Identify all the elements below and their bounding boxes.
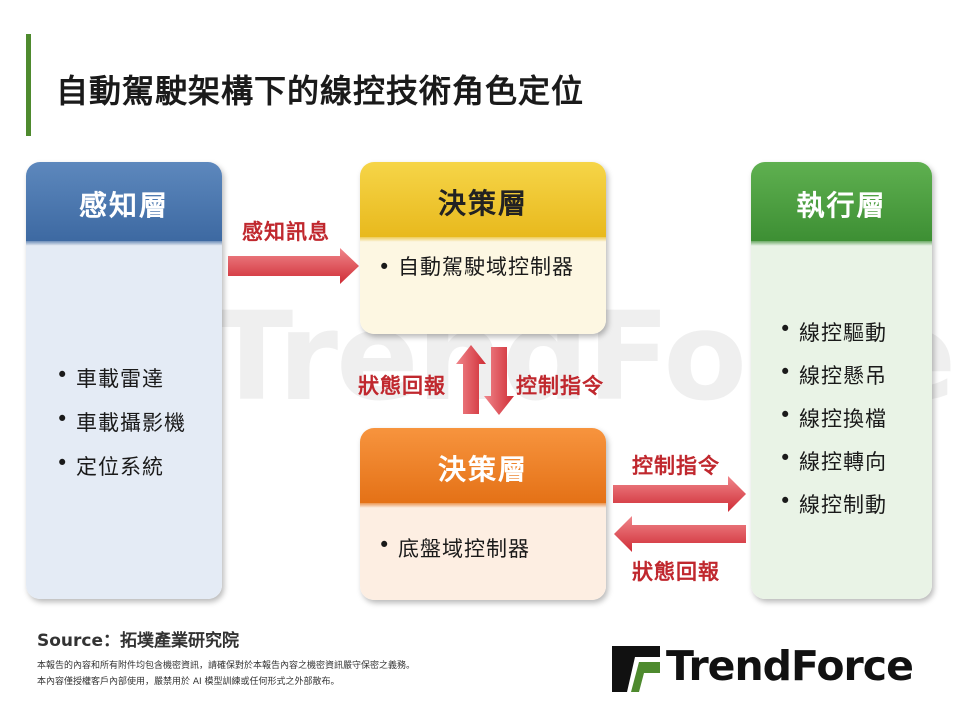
list-item: 線控制動 xyxy=(777,489,887,532)
label-perception-info: 感知訊息 xyxy=(242,220,330,244)
perception-layer-header: 感知層 xyxy=(26,162,222,246)
list-item: 自動駕駛域控制器 xyxy=(376,250,598,284)
arrow-command-right xyxy=(613,476,746,512)
label-control-command-right: 控制指令 xyxy=(632,454,720,478)
decision-layer-bottom-header: 決策層 xyxy=(360,428,606,508)
trendforce-logo-text: TrendForce xyxy=(666,642,914,690)
decision-top-item-list: 自動駕駛域控制器 xyxy=(376,250,598,284)
label-control-command-vertical: 控制指令 xyxy=(516,374,604,398)
label-status-feedback-vertical: 狀態回報 xyxy=(358,374,446,398)
list-item: 線控換檔 xyxy=(777,403,887,446)
disclaimer-line-1: 本報告的內容和所有附件均包含機密資訊，請確保對於本報告內容之機密資訊嚴守保密之義… xyxy=(37,661,416,671)
trendforce-logo-icon xyxy=(612,646,660,692)
label-status-feedback-left: 狀態回報 xyxy=(632,560,720,584)
arrow-status-up xyxy=(456,345,486,414)
arrow-perception-to-decision xyxy=(228,248,359,284)
decision-layer-top-header: 決策層 xyxy=(360,162,606,242)
source-note: Source：拓墣產業研究院 xyxy=(37,631,240,651)
decision-layer-bottom-box: 決策層 xyxy=(360,428,606,600)
list-item: 線控懸吊 xyxy=(777,360,887,403)
page-title: 自動駕駛架構下的線控技術角色定位 xyxy=(56,72,585,110)
list-item: 線控驅動 xyxy=(777,317,887,360)
list-item: 底盤域控制器 xyxy=(376,533,530,563)
execution-item-list: 線控驅動 線控懸吊 線控換檔 線控轉向 線控制動 xyxy=(777,317,887,532)
decision-layer-top-box: 決策層 xyxy=(360,162,606,334)
execution-layer-header: 執行層 xyxy=(751,162,932,246)
disclaimer: 本報告的內容和所有附件均包含機密資訊，請確保對於本報告內容之機密資訊嚴守保密之義… xyxy=(37,658,415,690)
list-item: 車載雷達 xyxy=(54,363,186,407)
arrow-status-left xyxy=(614,516,746,552)
decision-bottom-item-list: 底盤域控制器 xyxy=(376,533,530,563)
arrow-command-down xyxy=(484,347,514,415)
list-item: 定位系統 xyxy=(54,451,186,495)
perception-item-list: 車載雷達 車載攝影機 定位系統 xyxy=(54,363,186,495)
list-item: 車載攝影機 xyxy=(54,407,186,451)
list-item: 線控轉向 xyxy=(777,446,887,489)
disclaimer-line-2: 本內容僅授權客戶內部使用，嚴禁用於 AI 模型訓練或任何形式之外部散布。 xyxy=(37,677,340,687)
title-accent-bar xyxy=(26,34,31,136)
